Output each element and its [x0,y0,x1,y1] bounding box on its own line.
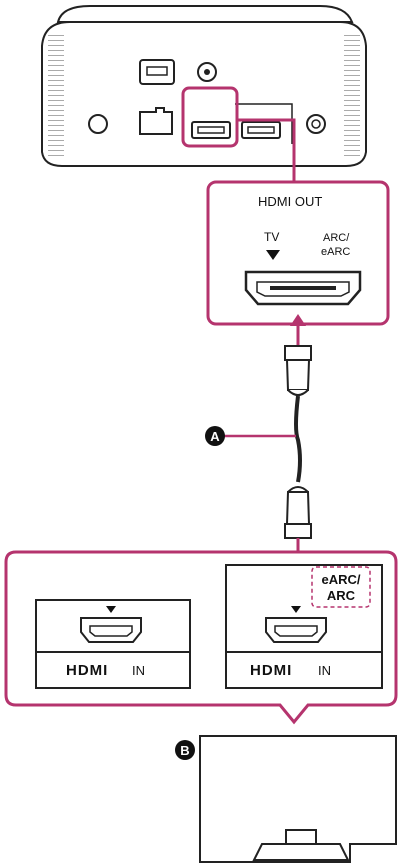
left-vent-hatch [48,34,64,158]
hdmi-cable [284,314,312,622]
lan-port [139,107,173,135]
tv-port-marker-icon [266,250,280,260]
tv-port-label: TV [264,230,279,244]
right-vent-hatch [344,34,360,158]
hdmi-logo-text: HDMI [250,662,292,679]
hdmi-out-panel: HDMI OUT TV ARC/ eARC [206,180,390,326]
arc-label-line2: eARC [321,246,350,258]
antenna-jack [306,114,326,134]
hdmi-out-title: HDMI OUT [258,194,322,209]
optical-jack [88,114,108,134]
cable-arrow-up-icon [290,314,306,326]
callout-a-label: A [210,429,220,444]
earc-badge-line2: ARC [327,588,356,603]
zoom-leader-line [237,118,296,182]
tv-hdmi-in-port-earc: eARC/ ARC HDMI IN [225,564,383,689]
hdmi-in-label: IN [318,663,331,678]
tv-hdmi-in-port-1: HDMI IN [35,599,191,689]
tv-screen [199,735,397,863]
tv-input-panel: HDMI IN eARC/ ARC HDMI IN [4,550,398,725]
callout-a: A [205,426,296,446]
arc-label-line1: ARC/ [323,232,350,244]
earc-badge [311,566,371,608]
callout-b-label: B [180,743,189,758]
hdmi-logo-text: HDMI [66,662,108,679]
earc-badge-line1: eARC/ [321,572,360,587]
tv-stand [285,829,317,845]
port-highlight [181,86,239,148]
player-device [41,5,367,167]
tv-set: B [175,735,397,863]
hdmi-in-label: IN [132,663,145,678]
